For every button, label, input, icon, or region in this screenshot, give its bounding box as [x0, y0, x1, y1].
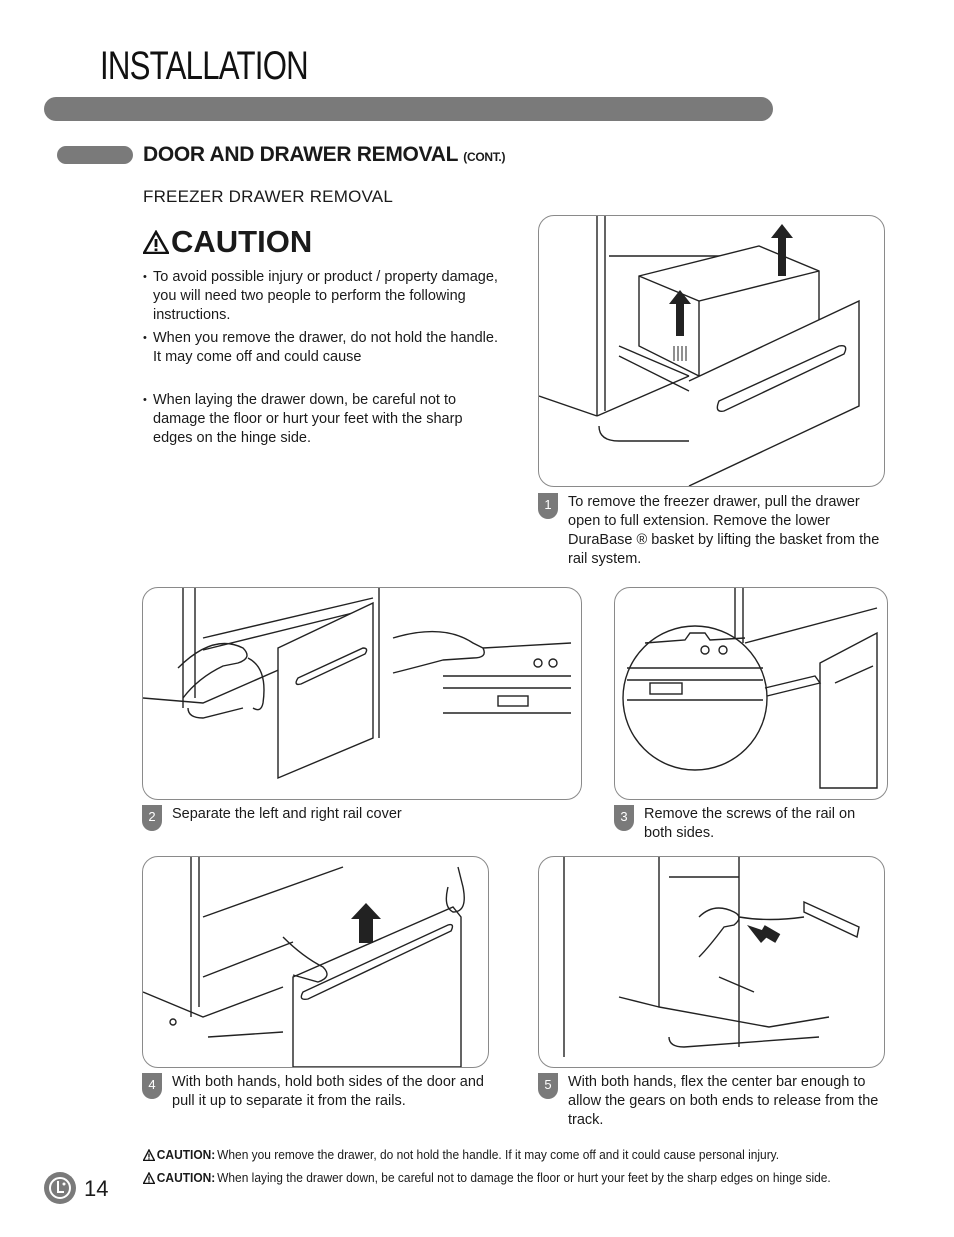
step-4-number: 4 — [142, 1073, 162, 1099]
step-1-number: 1 — [538, 493, 558, 519]
step-5-number: 5 — [538, 1073, 558, 1099]
warning-icon — [143, 1149, 155, 1161]
step-1-figure — [538, 215, 885, 487]
footer-caution-1-label: CAUTION: — [157, 1147, 215, 1162]
section-title: DOOR AND DRAWER REMOVAL (CONT.) — [143, 143, 505, 167]
step-2-number: 2 — [142, 805, 162, 831]
section-title-text: DOOR AND DRAWER REMOVAL — [143, 143, 458, 166]
caution-item: To avoid possible injury or product / pr… — [143, 268, 503, 325]
warning-icon — [143, 1172, 155, 1184]
flex-bar-illustration — [539, 857, 884, 1067]
caution-list: To avoid possible injury or product / pr… — [143, 268, 503, 452]
caution-item: When laying the drawer down, be careful … — [143, 391, 503, 448]
page-title: INSTALLATION — [100, 44, 308, 89]
footer-caution-1-text: When you remove the drawer, do not hold … — [217, 1147, 779, 1162]
drawer-basket-illustration — [539, 216, 884, 486]
lg-logo-icon — [44, 1172, 76, 1204]
section-title-cont: (CONT.) — [463, 150, 505, 164]
footer-caution-2-label: CAUTION: — [157, 1170, 215, 1185]
footer-caution-1: CAUTION: When you remove the drawer, do … — [143, 1147, 779, 1162]
caution-item: When you remove the drawer, do not hold … — [143, 329, 503, 367]
section-pill — [57, 146, 133, 164]
title-bar — [44, 97, 773, 121]
step-4-text: With both hands, hold both sides of the … — [172, 1073, 492, 1111]
step-2-text: Separate the left and right rail cover — [172, 805, 572, 824]
warning-icon — [143, 230, 169, 254]
section-subtitle: FREEZER DRAWER REMOVAL — [143, 187, 393, 207]
step-1-text: To remove the freezer drawer, pull the d… — [568, 493, 888, 569]
step-3-figure — [614, 587, 888, 800]
rail-screw-illustration — [615, 588, 887, 799]
step-5-text: With both hands, flex the center bar eno… — [568, 1073, 888, 1130]
page-number: 14 — [84, 1176, 108, 1202]
step-3-text: Remove the screws of the rail on both si… — [644, 805, 884, 843]
rail-cover-illustration — [143, 588, 581, 799]
step-3-number: 3 — [614, 805, 634, 831]
step-4-figure — [142, 856, 489, 1068]
footer-caution-2-text: When laying the drawer down, be careful … — [217, 1170, 831, 1185]
step-5-figure — [538, 856, 885, 1068]
caution-heading-text: CAUTION — [171, 224, 312, 260]
step-2-figure — [142, 587, 582, 800]
lg-logo — [44, 1172, 76, 1204]
lift-door-illustration — [143, 857, 488, 1067]
footer-caution-2: CAUTION: When laying the drawer down, be… — [143, 1170, 831, 1185]
caution-heading: CAUTION — [143, 224, 312, 260]
